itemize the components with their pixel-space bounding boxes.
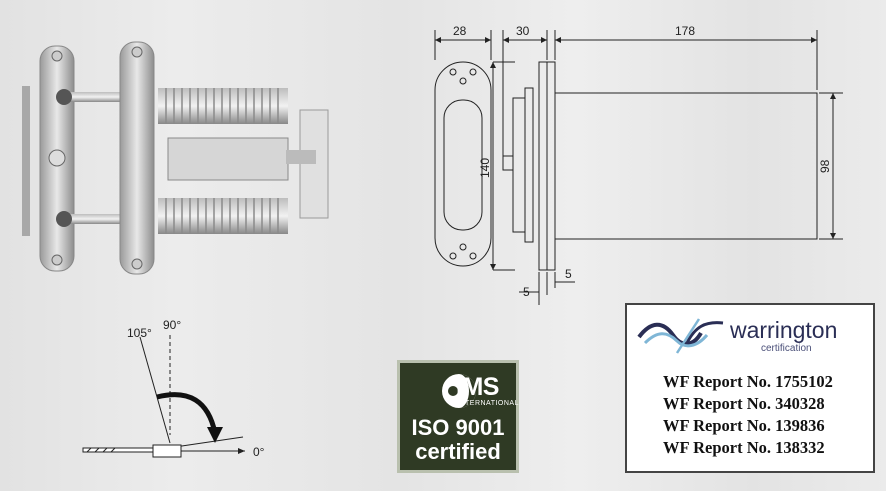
dim-plate-height: 140 xyxy=(478,158,492,178)
warrington-name: warrington xyxy=(730,317,838,343)
ims-logo: IMS INTERNATIONAL xyxy=(410,371,519,411)
technical-drawing: 28 30 178 140 98 5 5 xyxy=(434,24,843,305)
dim-depth-plate: 30 xyxy=(516,24,530,38)
warrington-sub: certification xyxy=(761,343,812,354)
warrington-certification-box: warrington certification WF Report No. 1… xyxy=(625,303,875,473)
report-line: WF Report No. 340328 xyxy=(663,394,825,413)
dim-body-length: 178 xyxy=(675,24,695,38)
ims-logo-text: IMS xyxy=(456,373,499,401)
dim-body-height: 98 xyxy=(818,159,832,173)
report-list: WF Report No. 1755102 WF Report No. 3403… xyxy=(663,371,833,459)
dim-width-plate: 28 xyxy=(453,24,467,38)
report-line: WF Report No. 138332 xyxy=(663,438,825,457)
report-line: WF Report No. 139836 xyxy=(663,416,825,435)
swing-arc xyxy=(156,392,218,434)
plate-front-view xyxy=(434,61,492,267)
dim-gap-right: 5 xyxy=(565,267,572,281)
report-line: WF Report No. 1755102 xyxy=(663,372,833,391)
plate-side-inner xyxy=(512,97,526,233)
swing-arrowhead xyxy=(207,427,223,443)
hundred-five-degree-line xyxy=(139,336,171,444)
label-90: 90° xyxy=(163,318,181,332)
label-0: 0° xyxy=(253,445,265,459)
certified-label: certified xyxy=(415,439,501,464)
opening-angle-diagram: 105° 90° 0° xyxy=(82,318,265,459)
ims-globe-icon xyxy=(442,374,476,408)
dim-gap-left: 5 xyxy=(523,285,530,299)
warrington-logo-icon xyxy=(637,318,724,354)
ims-logo-sub: INTERNATIONAL xyxy=(457,400,519,407)
ims-iso-badge: IMS INTERNATIONAL ISO 9001 certified xyxy=(397,360,519,473)
product-photo xyxy=(22,41,329,275)
iso-label: ISO 9001 xyxy=(411,415,505,440)
label-105: 105° xyxy=(127,326,152,340)
plate-side-outer xyxy=(538,61,548,271)
body-cylinder xyxy=(554,92,818,240)
